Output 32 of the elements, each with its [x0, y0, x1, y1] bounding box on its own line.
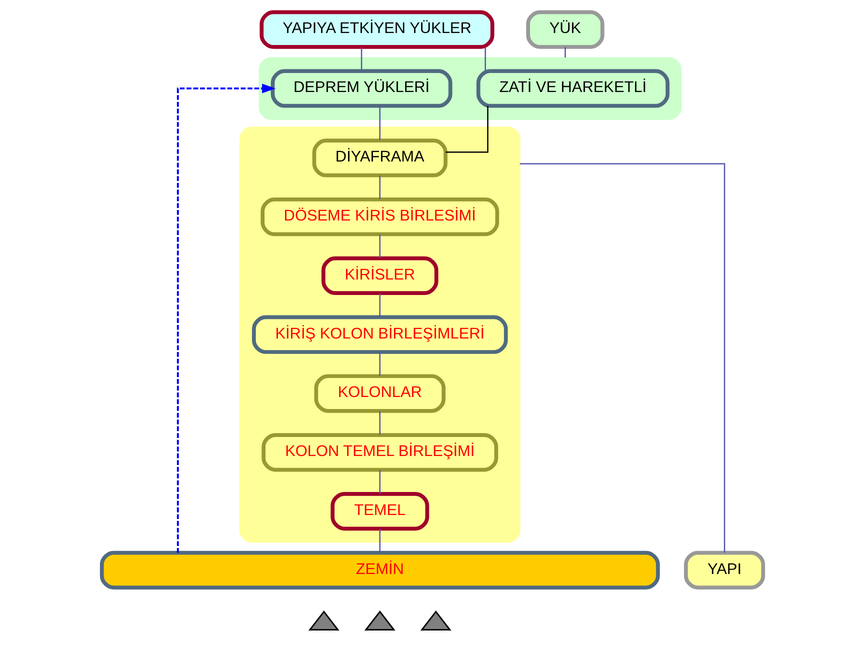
node-box: YAPIYA ETKİYEN YÜKLER	[259, 10, 494, 49]
node-box: KOLON TEMEL BİRLEŞİMİ	[261, 433, 498, 472]
node-box: YÜK	[526, 10, 604, 49]
node-box: ZATİ VE HAREKETLİ	[476, 69, 669, 108]
connector	[484, 47, 486, 71]
connector	[378, 293, 380, 317]
cluster	[258, 57, 682, 120]
connector	[360, 47, 362, 71]
node-box: KİRİŞ KOLON BİRLEŞİMLERİ	[251, 315, 508, 354]
node-box: KİRİSLER	[320, 256, 438, 296]
node-box: ZEMİN	[99, 550, 660, 590]
connector	[564, 47, 566, 58]
connector	[378, 234, 380, 258]
connector	[378, 470, 380, 494]
node-triangle	[420, 610, 451, 630]
arrow	[176, 84, 276, 553]
connector	[378, 106, 380, 140]
node-box: DÖSEME KİRİS BİRLESİMİ	[260, 198, 499, 236]
node-box: KOLONLAR	[314, 374, 446, 413]
node-box: TEMEL	[330, 492, 429, 531]
node-triangle	[308, 610, 339, 630]
connector	[445, 106, 488, 153]
connector	[519, 163, 725, 553]
node-triangle	[364, 610, 395, 630]
node-box: DİYAFRAMA	[312, 138, 447, 178]
connector	[378, 528, 380, 552]
node-box: YAPI	[683, 550, 765, 590]
connector	[378, 411, 380, 435]
cluster	[238, 126, 520, 543]
connector	[378, 176, 380, 200]
node-box: DEPREM YÜKLERİ	[270, 69, 452, 108]
connector	[378, 352, 380, 376]
